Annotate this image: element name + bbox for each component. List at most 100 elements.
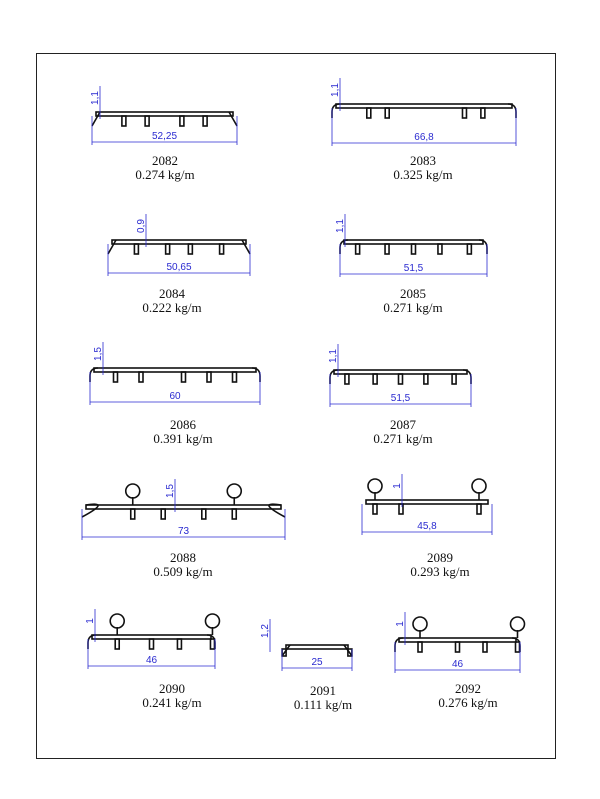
- thickness-dimension: 1,5: [93, 347, 104, 361]
- profile-leg: [372, 373, 378, 385]
- profile-leg: [410, 243, 417, 255]
- profile-leg: [397, 373, 404, 385]
- profile-code: 2085: [400, 286, 426, 301]
- profile-leg: [148, 638, 155, 650]
- profile-leg: [202, 115, 208, 127]
- profile-plate: [365, 499, 489, 505]
- profile-leg: [218, 243, 225, 255]
- profile-bulb: [226, 483, 243, 499]
- width-dimension: 73: [178, 526, 190, 537]
- profile-leg: [344, 373, 350, 385]
- thickness-dimension: 1,5: [165, 484, 176, 498]
- profile-leg: [398, 503, 404, 515]
- profile-weight: 0.271 kg/m: [373, 431, 433, 446]
- profile-leg: [231, 371, 238, 383]
- profile-end: [81, 503, 99, 518]
- profile-leg: [129, 508, 136, 520]
- profile-bulb: [204, 613, 221, 629]
- thickness-dimension: 1,1: [90, 91, 101, 105]
- profile-bulb: [367, 478, 383, 494]
- profile-code: 2091: [310, 683, 336, 698]
- profile-leg: [423, 373, 429, 385]
- profile-plate: [111, 239, 247, 245]
- width-dimension: 51,5: [391, 393, 411, 404]
- profile-weight: 0.391 kg/m: [153, 431, 213, 446]
- width-dimension: 46: [146, 655, 158, 666]
- profile-code: 2087: [390, 417, 416, 432]
- profile-code: 2082: [152, 153, 178, 168]
- thickness-dimension: 1,1: [335, 219, 346, 233]
- profile-code: 2084: [159, 286, 185, 301]
- profile-leg: [114, 638, 121, 650]
- thickness-dimension: 1,2: [260, 624, 271, 638]
- profile-weight: 0.111 kg/m: [293, 697, 353, 712]
- profile-leg: [480, 107, 486, 119]
- profile-leg: [138, 371, 144, 383]
- profile-leg: [461, 107, 468, 119]
- profile-leg: [437, 243, 443, 255]
- profile-end: [228, 111, 238, 127]
- profile-leg: [384, 243, 390, 255]
- page-frame: [36, 53, 556, 759]
- profile-end: [241, 239, 251, 255]
- profile-bulb: [509, 616, 526, 632]
- profile-weight: 0.293 kg/m: [410, 564, 470, 579]
- profile-leg: [209, 638, 216, 650]
- profile-leg: [466, 243, 473, 255]
- thickness-dimension: 1: [395, 621, 406, 627]
- profile-leg: [454, 641, 461, 653]
- profile-bulb: [109, 613, 126, 629]
- thickness-dimension: 1: [392, 483, 403, 489]
- profile-leg: [482, 641, 488, 653]
- profile-plate: [93, 367, 257, 373]
- profile-leg: [112, 371, 119, 383]
- profile-leg: [201, 508, 207, 520]
- thickness-dimension: 1: [85, 618, 96, 624]
- profile-code: 2092: [455, 681, 481, 696]
- profile-code: 2086: [170, 417, 196, 432]
- width-dimension: 51,5: [404, 263, 424, 274]
- profile-leg: [514, 641, 521, 653]
- profile-plate: [95, 111, 234, 117]
- profile-bulb: [412, 616, 428, 632]
- profile-bulb: [124, 483, 141, 499]
- profile-leg: [451, 373, 457, 385]
- profile-leg: [144, 115, 150, 127]
- profile-leg: [180, 371, 187, 383]
- profile-weight: 0.274 kg/m: [135, 167, 195, 182]
- profile-code: 2083: [410, 153, 436, 168]
- profile-leg: [176, 638, 183, 650]
- profile-leg: [179, 115, 185, 127]
- thickness-dimension: 1,1: [330, 83, 341, 97]
- profile-plate: [335, 103, 513, 109]
- profile-leg: [384, 107, 391, 119]
- profile-leg: [372, 503, 378, 515]
- profile-leg: [187, 243, 194, 255]
- width-dimension: 25: [311, 657, 323, 668]
- thickness-dimension: 0,9: [136, 219, 147, 233]
- profile-plate: [85, 504, 282, 510]
- profile-weight: 0.325 kg/m: [393, 167, 453, 182]
- profile-code: 2088: [170, 550, 196, 565]
- profile-weight: 0.241 kg/m: [142, 695, 202, 710]
- profile-leg: [121, 115, 127, 127]
- profile-code: 2090: [159, 681, 185, 696]
- profile-leg: [365, 107, 372, 119]
